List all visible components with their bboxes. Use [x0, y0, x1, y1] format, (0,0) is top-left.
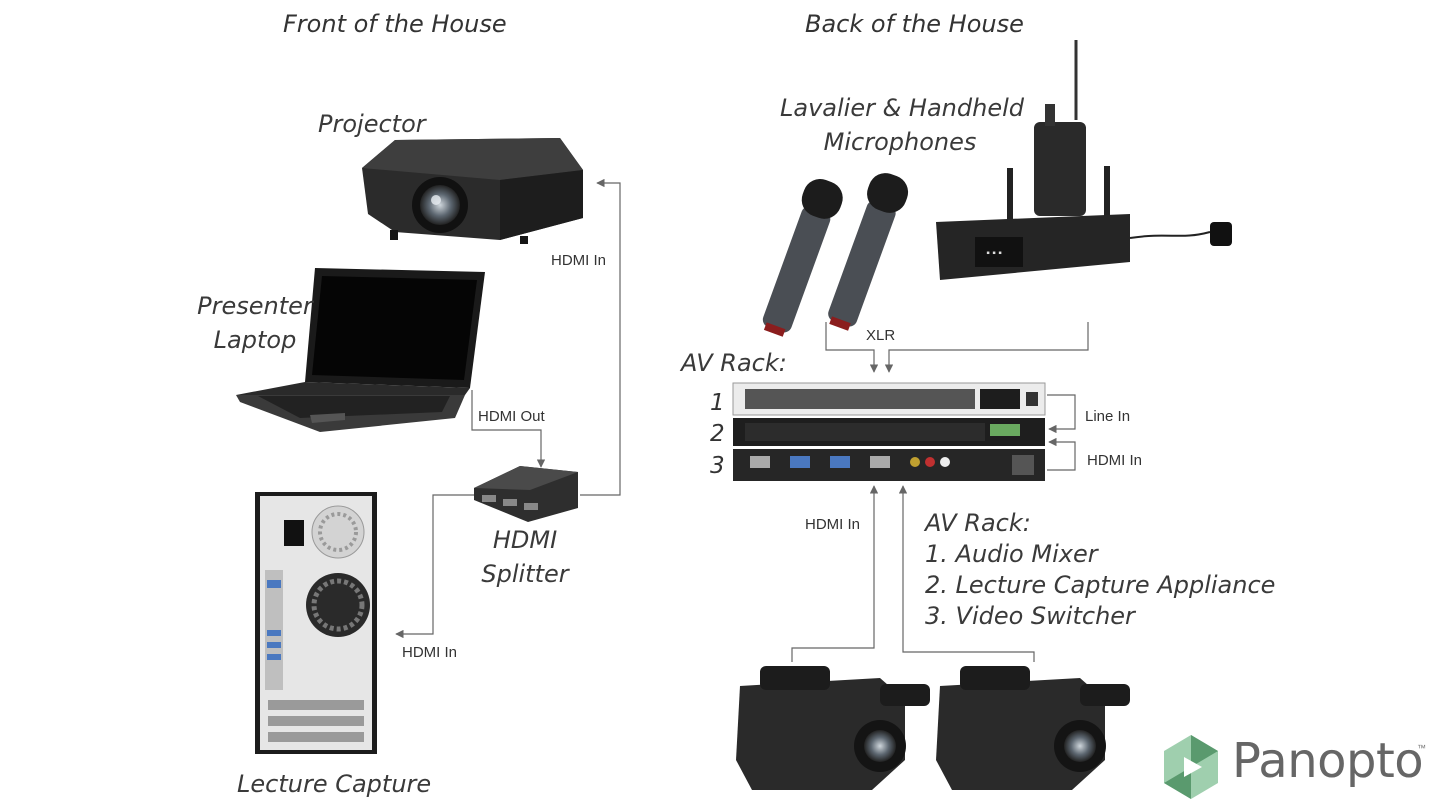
panopto-logo-icon [1164, 735, 1218, 799]
xlr-label: XLR [866, 327, 896, 344]
lecture-capture-appliance-unit [733, 418, 1045, 446]
hdmi-splitter-icon [474, 466, 578, 522]
line-mixer-to-capture [1047, 394, 1076, 434]
laptop-icon [236, 268, 485, 432]
line-in-label: Line In [1085, 408, 1131, 425]
hdmi-in-projector-label: HDMI In [551, 252, 607, 269]
audio-mixer-unit [732, 382, 1046, 416]
front-of-house-title: Front of the House [283, 10, 507, 38]
lecture-capture-pc-icon [255, 492, 377, 754]
line-splitter-to-projector [580, 178, 621, 496]
microphones-label-line2: Microphones [823, 128, 977, 156]
microphones-label-line1: Lavalier & Handheld [780, 94, 1025, 122]
projector-icon [362, 138, 583, 244]
splitter-label-line2: Splitter [481, 560, 569, 588]
laptop-label-line1: Presenter [197, 292, 313, 320]
line-laptop-to-splitter [471, 390, 546, 468]
line-mic-xlr [825, 322, 879, 373]
rack-number-1: 1 [710, 390, 725, 416]
splitter-label: HDMI Splitter [470, 523, 580, 591]
camera-icon-right [936, 666, 1130, 790]
line-camera2-to-switcher [898, 485, 1035, 662]
av-rack-icon [732, 382, 1046, 481]
laptop-label: Presenter Laptop [195, 289, 315, 357]
legend-item-audio-mixer: 1. Audio Mixer [925, 540, 1098, 568]
line-receiver-xlr [884, 322, 1089, 373]
av-rack-label: AV Rack: [681, 349, 787, 377]
trademark-mark: ™ [1417, 743, 1426, 753]
handheld-microphones-icon [762, 173, 909, 337]
projector-label: Projector [318, 110, 426, 138]
line-switcher-to-capture [1047, 437, 1076, 471]
hdmi-in-cameras-label: HDMI In [805, 516, 861, 533]
line-splitter-to-capture [395, 494, 474, 639]
video-switcher-unit [733, 449, 1045, 481]
legend-item-lecture-capture-appliance: 2. Lecture Capture Appliance [925, 571, 1276, 599]
lecture-capture-label: Lecture Capture [237, 770, 432, 798]
splitter-label-line1: HDMI [492, 526, 558, 554]
legend-title: AV Rack: [925, 509, 1031, 537]
rack-number-2: 2 [710, 421, 725, 447]
microphones-label: Lavalier & Handheld Microphones [780, 91, 1025, 159]
av-rack-legend: AV Rack: 1. Audio Mixer 2. Lecture Captu… [925, 508, 1275, 632]
wireless-receiver-icon: ▪▪▪ [936, 40, 1232, 280]
receiver-display: ▪▪▪ [985, 249, 1003, 260]
hdmi-out-laptop-label: HDMI Out [478, 408, 545, 425]
laptop-label-line2: Laptop [213, 326, 297, 354]
rack-number-3: 3 [710, 453, 725, 479]
back-of-house-title: Back of the House [805, 10, 1024, 38]
hdmi-in-rack-label: HDMI In [1087, 452, 1143, 469]
legend-item-video-switcher: 3. Video Switcher [925, 602, 1135, 630]
camera-icon-left [736, 666, 930, 790]
panopto-logo-text: Panopto [1232, 733, 1424, 789]
line-camera1-to-switcher [791, 485, 879, 662]
hdmi-in-capture-label: HDMI In [402, 644, 458, 661]
